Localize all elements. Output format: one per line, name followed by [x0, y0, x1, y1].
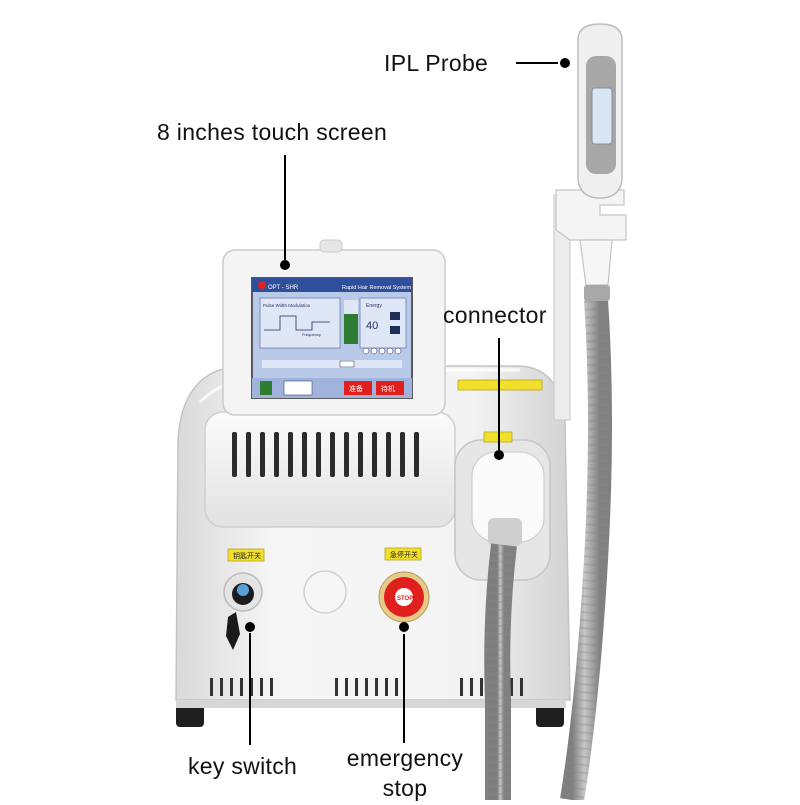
svg-text:STOP: STOP: [397, 596, 413, 602]
label-key-switch: key switch: [188, 753, 298, 779]
screen-brand: OPT - SHR: [268, 285, 299, 291]
screen-mode-label: Pulse Width Modulation: [263, 303, 311, 308]
handle-hose: [560, 299, 612, 802]
screen-energy-label: Energy: [366, 303, 382, 309]
label-ipl-probe: IPL Probe: [384, 50, 489, 76]
label-emergency-stop: emergency stop: [346, 745, 464, 801]
screen-title: Rapid Hair Removal System: [342, 285, 411, 291]
ipl-handpiece: [577, 23, 623, 301]
screen-standby-button: [376, 381, 404, 395]
screen-energy-value: 40: [366, 320, 378, 332]
touch-screen: OPT - SHR Rapid Hair Removal System Puls…: [251, 277, 413, 399]
base-vents: [210, 678, 523, 696]
callout-lines: [245, 58, 570, 745]
probe-holder: [553, 189, 627, 421]
ipl-window: [591, 87, 613, 145]
key-switch: 钥匙开关: [223, 548, 265, 650]
key-switch-tag: [227, 548, 265, 562]
screen-frequency-label: Frequency: [302, 332, 321, 337]
svg-text:钥匙开关: 钥匙开关: [233, 551, 261, 560]
label-touch-screen: 8 inches touch screen: [157, 119, 388, 145]
touch-screen-unit: OPT - SHR Rapid Hair Removal System Puls…: [222, 239, 446, 416]
stop-tag: [384, 547, 422, 561]
foot-right: [536, 705, 564, 727]
svg-text:待机: 待机: [381, 384, 395, 393]
foot-left: [176, 705, 204, 727]
svg-text:准备: 准备: [349, 384, 363, 393]
vent-grille: [232, 432, 419, 477]
label-connector: connector: [443, 302, 547, 328]
svg-text:急停开关: 急停开关: [390, 550, 418, 559]
emergency-stop-button: 急停开关 STOP: [378, 547, 430, 623]
probe-hose: [484, 543, 517, 800]
blank-panel-plate: [303, 570, 347, 614]
screen-ready-button: [344, 381, 372, 395]
